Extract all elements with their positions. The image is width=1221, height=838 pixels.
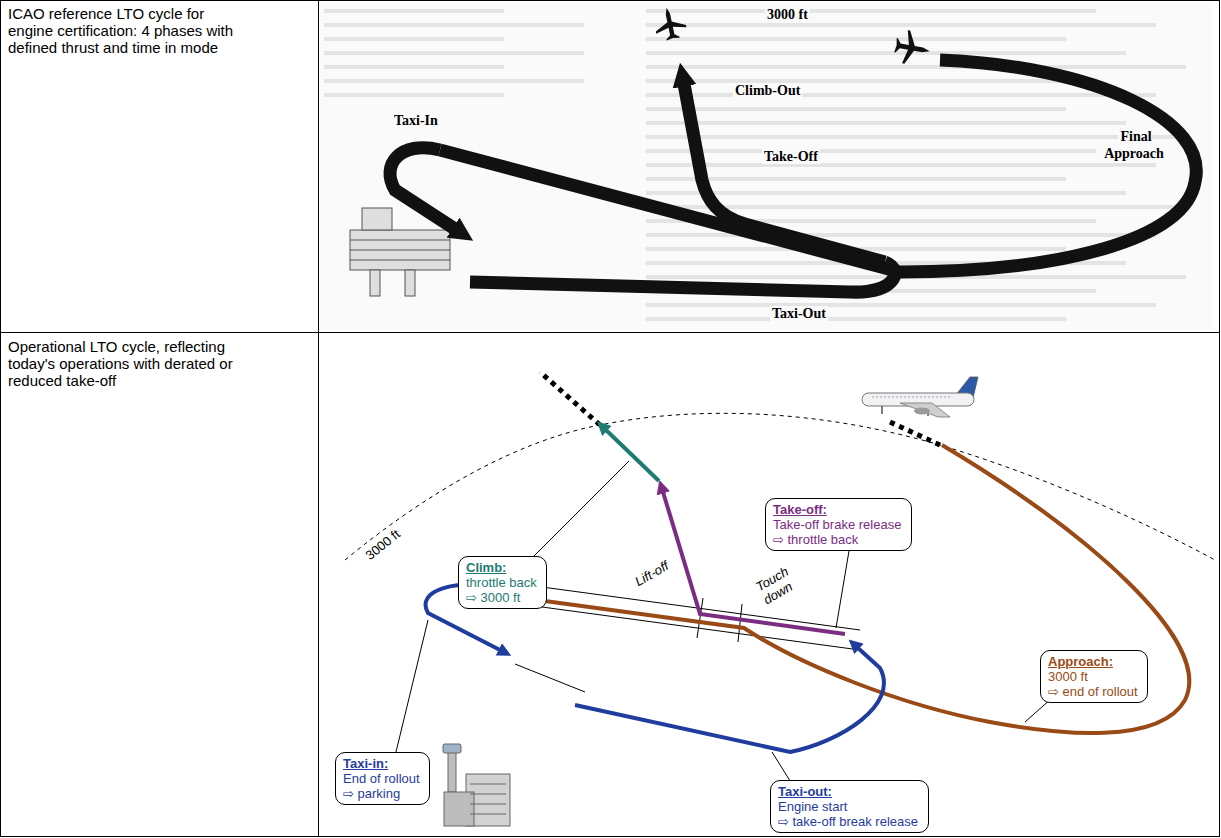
scan-text-line	[646, 177, 1066, 181]
phase-label-holder: Take-Off	[762, 148, 820, 165]
scan-text-lines	[324, 9, 1186, 321]
scan-text-line	[646, 191, 1126, 195]
scan-text-line	[646, 9, 1096, 13]
scan-text-line	[646, 37, 1066, 41]
taxi-out-path	[575, 648, 884, 752]
scan-text-line	[646, 303, 1156, 307]
terminal-icon	[443, 744, 510, 826]
table-cell-text: ICAO reference LTO cycle for engine cert…	[8, 5, 233, 56]
table-cell-text-holder: Operational LTO cycle, reflecting today'…	[8, 338, 248, 389]
scan-text-line	[324, 65, 504, 69]
scan-text-line	[324, 93, 504, 97]
phase-label-holder: Taxi-Out	[770, 305, 828, 322]
table-cell-text-holder: ICAO reference LTO cycle for engine cert…	[8, 5, 248, 56]
table-cell-text: Operational LTO cycle, reflecting today'…	[8, 338, 233, 389]
callout-box: Climb:throttle back ⇨ 3000 ft	[458, 556, 547, 609]
phase-label-holder: Final Approach	[1100, 128, 1170, 162]
phase-label: Taxi-Out	[770, 306, 828, 321]
dotted-extension	[540, 372, 600, 425]
altitude-label: 3000 ft	[361, 525, 404, 564]
scan-text-line	[646, 65, 1186, 69]
scan-text-line	[646, 149, 1096, 153]
runway-mark-label-holder: Touch down	[749, 563, 800, 610]
scan-text-line	[646, 317, 1066, 321]
scan-text-line	[646, 135, 1186, 139]
approach-path	[530, 445, 1189, 733]
scan-ground	[320, 2, 1212, 330]
callout-heading: Approach:	[1048, 654, 1113, 669]
scan-text-line	[646, 23, 1156, 27]
scan-text-line	[646, 121, 1126, 125]
airliner-icon	[862, 377, 978, 417]
callout-body: End of rollout ⇨ parking	[343, 771, 420, 801]
takeoff-path	[663, 492, 845, 634]
runway-mark-label: Touch down	[752, 564, 797, 607]
scan-text-line	[324, 23, 584, 27]
scan-text-line	[646, 107, 1066, 111]
climb-path	[606, 430, 659, 481]
callout-box: Take-off:Take-off brake release ⇨ thrott…	[765, 498, 912, 551]
callout-heading: Taxi-out:	[778, 784, 832, 799]
phase-label-holder: Climb-Out	[733, 82, 802, 99]
altitude-label-holder: 3000 ft	[361, 525, 405, 565]
callout-body: Take-off brake release ⇨ throttle back	[773, 517, 901, 547]
callout-body: Engine start ⇨ take-off break release	[778, 799, 918, 829]
scan-text-line	[646, 163, 1156, 167]
callout-box: Taxi-in:End of rollout ⇨ parking	[335, 752, 430, 805]
scan-text-line	[324, 79, 584, 83]
callout-heading: Climb:	[466, 560, 506, 575]
phase-label: Climb-Out	[733, 83, 802, 98]
phase-label: Take-Off	[762, 149, 820, 164]
scan-text-line	[324, 9, 504, 13]
phase-label: Final Approach	[1104, 129, 1166, 161]
callout-heading: Taxi-in:	[343, 756, 388, 771]
scan-text-line	[646, 93, 1156, 97]
scan-text-line	[646, 233, 1156, 237]
aircraft-icon	[652, 5, 689, 43]
lto-ribbons	[390, 60, 1196, 292]
callout-body: 3000 ft ⇨ end of rollout	[1048, 669, 1138, 699]
icao-figure	[320, 2, 1212, 330]
phase-label-holder: Taxi-In	[392, 112, 440, 129]
phase-label: Taxi-In	[392, 113, 440, 128]
dotted-extension	[890, 422, 940, 445]
runway-edges	[505, 582, 860, 692]
runway-mark-label-holder: Lift-off	[631, 557, 674, 591]
callout-body: throttle back ⇨ 3000 ft	[466, 575, 537, 605]
altitude-label-holder: 3000 ft	[765, 6, 810, 23]
scan-text-line	[324, 37, 504, 41]
callout-box: Approach:3000 ft ⇨ end of rollout	[1040, 650, 1148, 703]
callout-box: Taxi-out:Engine start ⇨ take-off break r…	[770, 780, 929, 833]
callout-heading: Take-off:	[773, 502, 827, 517]
aircraft-icon	[893, 29, 933, 68]
altitude-arc	[345, 413, 1215, 560]
altitude-label: 3000 ft	[765, 7, 810, 22]
runway-mark-label: Lift-off	[631, 557, 673, 590]
scan-text-line	[646, 79, 1096, 83]
scan-text-line	[324, 51, 584, 55]
operational-figure	[345, 372, 1215, 826]
scan-text-line	[646, 51, 1126, 55]
callout-leaders	[395, 461, 1052, 784]
